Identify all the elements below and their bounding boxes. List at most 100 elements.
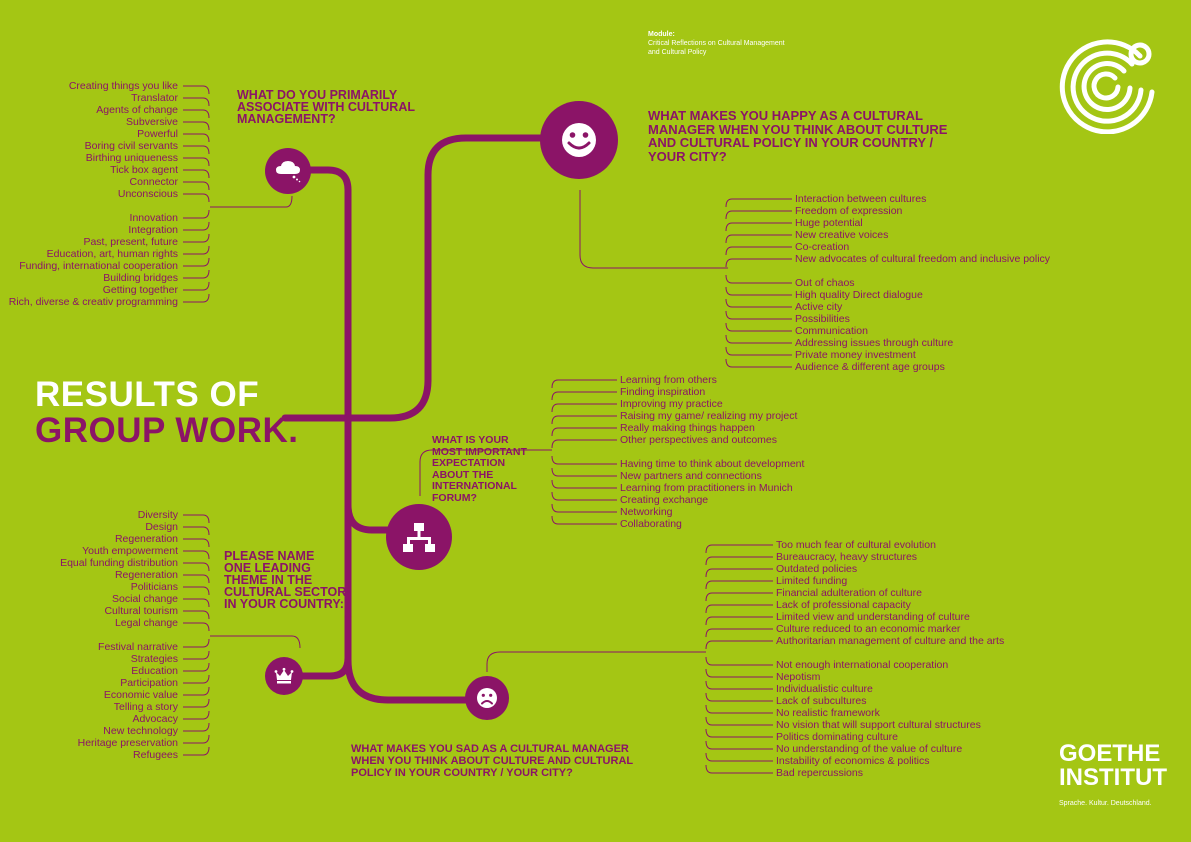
fan-line (183, 221, 210, 231)
fan-line (705, 764, 773, 774)
fan-line (551, 379, 617, 389)
fan-line (705, 556, 773, 566)
list-item: Too much fear of cultural evolution (776, 539, 936, 551)
list-item: Rich, diverse & creativ programming (8, 296, 178, 308)
list-item: Improving my practice (620, 398, 723, 410)
fan-line (183, 722, 210, 732)
fan-line (725, 234, 792, 244)
list-item: Tick box agent (110, 164, 178, 176)
fan-line (183, 538, 210, 548)
list-item: Nepotism (776, 671, 821, 683)
question-associate-line-2: ASSOCIATE WITH CULTURAL (237, 100, 415, 114)
list-item: Politicians (130, 581, 178, 593)
trunk-up-line (294, 166, 352, 422)
list-item: Design (145, 521, 178, 533)
fan-line (183, 257, 210, 267)
question-sad-line-2: WHEN YOU THINK ABOUT CULTURE AND CULTURA… (351, 755, 634, 767)
question-sad-line-1: WHAT MAKES YOU SAD AS A CULTURAL MANAGER (351, 743, 629, 755)
question-expectation-line-4: ABOUT THE (432, 468, 494, 481)
question-associate: WHAT DO YOU PRIMARILY ASSOCIATE WITH CUL… (237, 89, 415, 126)
fan-line (705, 592, 773, 602)
page-title: RESULTS OF GROUP WORK. (35, 377, 298, 449)
list-item: Refugees (133, 749, 178, 761)
list-item: Legal change (114, 617, 178, 629)
question-happy-line-1: WHAT MAKES YOU HAPPY AS A CULTURAL (648, 108, 923, 123)
fan-line (183, 638, 210, 648)
list-item: Limited funding (776, 575, 848, 587)
fan-line (705, 640, 773, 650)
list-item: Unconscious (117, 188, 178, 200)
module-info: Module: Critical Reflections on Cultural… (648, 30, 785, 57)
branch-expectation-line (344, 414, 394, 534)
fan-line (705, 740, 773, 750)
fan-line (183, 674, 210, 684)
list-item: Cultural tourism (104, 605, 178, 617)
fan-line (705, 716, 773, 726)
list-gap (620, 446, 804, 458)
fan-line (705, 544, 773, 554)
fan-line (183, 650, 210, 660)
fan-line (551, 427, 617, 437)
question-theme-line-2: ONE LEADING (224, 561, 311, 575)
list-item: Strategies (130, 653, 178, 665)
question-sad: WHAT MAKES YOU SAD AS A CULTURAL MANAGER… (351, 743, 633, 779)
list-item: Economic value (103, 689, 178, 701)
crown-icon (265, 657, 303, 695)
list-item: Not enough international cooperation (776, 659, 949, 671)
question-sad-line-3: POLICY IN YOUR COUNTRY / YOUR CITY? (351, 767, 573, 779)
brand-line-2: INSTITUT (1059, 764, 1167, 791)
branch-sad-line (344, 614, 474, 704)
fan-line (551, 491, 617, 501)
fan-lines-happy (725, 198, 792, 368)
fan-line (183, 550, 210, 560)
list-item: Huge potential (795, 217, 863, 229)
fan-line (705, 580, 773, 590)
fan-line (183, 562, 210, 572)
fan-line (183, 610, 210, 620)
fan-line (183, 169, 210, 179)
list-item: Heritage preservation (77, 737, 178, 749)
list-item: Really making things happen (620, 422, 755, 434)
list-item: Communication (795, 325, 868, 337)
list-item: Participation (120, 677, 178, 689)
fan-line (705, 616, 773, 626)
fan-line (183, 586, 210, 596)
fan-line (183, 686, 210, 696)
list-item: Bad repercussions (776, 767, 863, 779)
question-theme-line-4: CULTURAL SECTOR (224, 585, 347, 599)
fan-line (705, 692, 773, 702)
fan-line (183, 746, 210, 756)
fan-line (183, 193, 210, 203)
fan-line (705, 628, 773, 638)
fan-line (183, 97, 210, 107)
question-associate-line-3: MANAGEMENT? (237, 112, 336, 126)
fan-line (725, 298, 792, 308)
list-item: Politics dominating culture (776, 731, 898, 743)
brand-line-1: GOETHE (1059, 740, 1161, 767)
list-item: Limited view and understanding of cultur… (776, 611, 970, 623)
sad-face-icon (465, 676, 509, 720)
list-item: Subversive (126, 116, 178, 128)
fan-line (725, 222, 792, 232)
list-item: New partners and connections (620, 470, 762, 482)
network-icon (386, 504, 452, 570)
fan-line (725, 258, 792, 268)
fan-line (183, 269, 210, 279)
fan-line (725, 274, 792, 284)
list-item: No realistic framework (776, 707, 880, 719)
fan-line (551, 415, 617, 425)
fan-line (183, 121, 210, 131)
fan-line (551, 479, 617, 489)
fan-line (183, 109, 210, 119)
brand-name: GOETHE INSTITUT (1059, 742, 1167, 790)
list-item: Active city (795, 301, 843, 313)
fan-line (705, 656, 773, 666)
list-item: Creating things you like (68, 80, 178, 92)
list-item: Culture reduced to an economic marker (776, 623, 961, 635)
fan-line (183, 622, 210, 632)
fan-line (725, 322, 792, 332)
fan-line (183, 281, 210, 291)
list-item: Other perspectives and outcomes (620, 434, 777, 446)
